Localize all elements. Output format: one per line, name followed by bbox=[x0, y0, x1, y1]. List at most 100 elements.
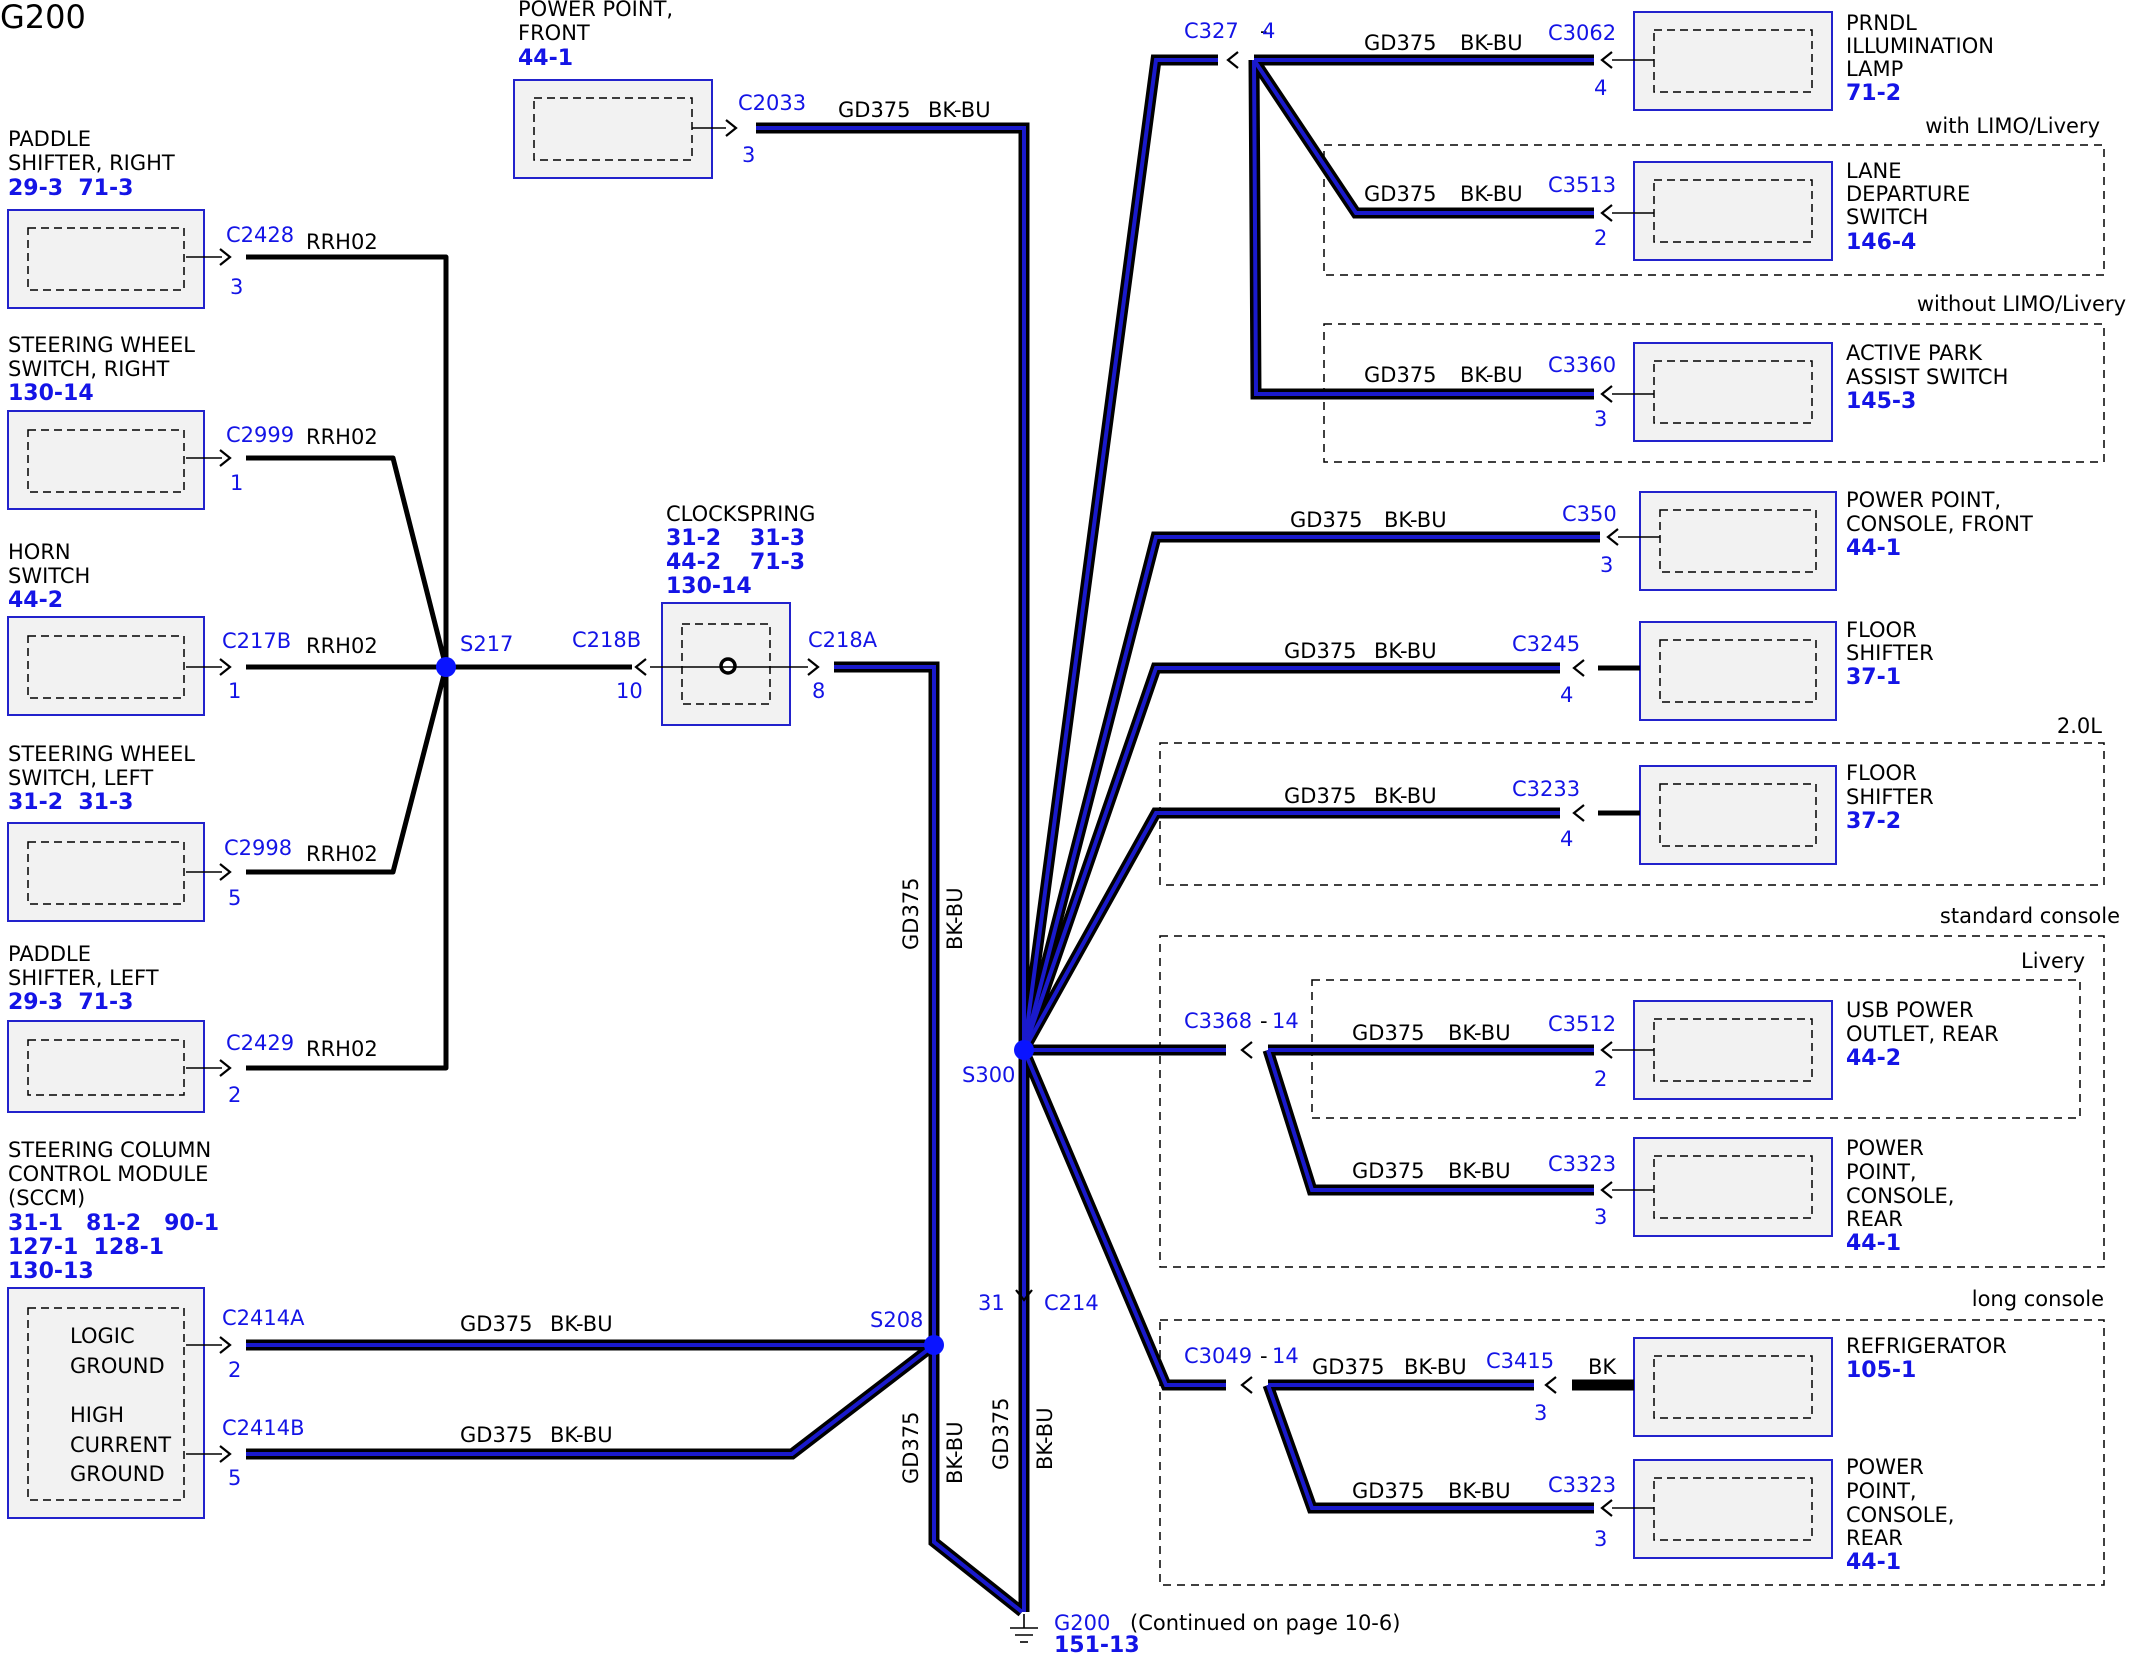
svg-text:10: 10 bbox=[616, 679, 643, 703]
option-label-2l: 2.0L bbox=[2057, 714, 2102, 738]
svg-text:BK-BU: BK-BU bbox=[1460, 182, 1523, 206]
splice-s300 bbox=[1014, 1040, 1034, 1060]
svg-text:8: 8 bbox=[812, 679, 825, 703]
svg-text:GD375: GD375 bbox=[1312, 1355, 1385, 1379]
svg-text:127-1 128-1: 127-1 128-1 bbox=[8, 1235, 164, 1260]
svg-text:BK-BU: BK-BU bbox=[1374, 784, 1437, 808]
svg-text:44-1: 44-1 bbox=[518, 46, 573, 71]
right-connector-labels: C327 - 4 GD375 BK-BU C3062 4 GD375 BK-BU… bbox=[1184, 19, 1617, 1551]
svg-text:GD375: GD375 bbox=[899, 877, 923, 950]
svg-text:C2428: C2428 bbox=[226, 223, 294, 247]
svg-text:RRH02: RRH02 bbox=[306, 425, 378, 449]
svg-text:3: 3 bbox=[742, 143, 755, 167]
svg-text:(Continued on page 10-6): (Continued on page 10-6) bbox=[1130, 1611, 1400, 1635]
svg-text:1: 1 bbox=[228, 679, 241, 703]
svg-text:LAMP: LAMP bbox=[1846, 57, 1903, 81]
svg-text:BK-BU: BK-BU bbox=[943, 887, 967, 950]
svg-text:C3049: C3049 bbox=[1184, 1344, 1252, 1368]
component-power-point-front: POWER POINT, FRONT 44-1 bbox=[513, 0, 713, 179]
svg-text:C217B: C217B bbox=[222, 629, 291, 653]
svg-text:31-2: 31-2 bbox=[666, 526, 721, 551]
component-power-point-console-rear-1: POWER POINT, CONSOLE, REAR 44-1 bbox=[1633, 1136, 1954, 1256]
splice-s208-label: S208 bbox=[870, 1308, 923, 1332]
option-box-limo bbox=[1323, 144, 2105, 276]
page-title: G200 bbox=[0, 0, 86, 36]
svg-text:GD375: GD375 bbox=[899, 1411, 923, 1484]
ground-symbol bbox=[1010, 1614, 1038, 1643]
svg-text:GD375: GD375 bbox=[1364, 182, 1437, 206]
svg-text:BK-BU: BK-BU bbox=[1374, 639, 1437, 663]
svg-text:37-1: 37-1 bbox=[1846, 665, 1901, 690]
svg-text:C327: C327 bbox=[1184, 19, 1239, 43]
svg-text:ILLUMINATION: ILLUMINATION bbox=[1846, 34, 1994, 58]
svg-text:OUTLET, REAR: OUTLET, REAR bbox=[1846, 1022, 1999, 1046]
svg-text:130-14: 130-14 bbox=[666, 574, 752, 599]
option-box-standard-console bbox=[1159, 935, 2105, 1268]
svg-text:POWER: POWER bbox=[1846, 1455, 1924, 1479]
svg-text:BK-BU: BK-BU bbox=[1448, 1159, 1511, 1183]
svg-text:31-1 81-2 90-1: 31-1 81-2 90-1 bbox=[8, 1211, 219, 1236]
svg-text:(SCCM): (SCCM) bbox=[8, 1186, 85, 1210]
svg-text:BK-BU: BK-BU bbox=[1460, 363, 1523, 387]
component-usb-power-outlet-rear: USB POWER OUTLET, REAR 44-2 bbox=[1633, 998, 1999, 1100]
svg-text:REFRIGERATOR: REFRIGERATOR bbox=[1846, 1334, 2007, 1358]
svg-text:C3062: C3062 bbox=[1548, 21, 1616, 45]
left-connector-labels: C2428 3 RRH02 C2999 1 RRH02 C217B 1 RRH0… bbox=[222, 223, 613, 1490]
svg-text:ASSIST SWITCH: ASSIST SWITCH bbox=[1846, 365, 2008, 389]
svg-text:4: 4 bbox=[1560, 683, 1573, 707]
svg-text:145-3: 145-3 bbox=[1846, 389, 1916, 414]
component-floor-shifter-1: FLOOR SHIFTER 37-1 bbox=[1639, 618, 1934, 721]
svg-text:GD375: GD375 bbox=[989, 1397, 1013, 1470]
svg-text:GD375: GD375 bbox=[1284, 639, 1357, 663]
svg-text:POINT,: POINT, bbox=[1846, 1479, 1917, 1503]
svg-text:71-3: 71-3 bbox=[750, 550, 805, 575]
svg-text:BK: BK bbox=[1588, 1355, 1617, 1379]
svg-text:GD375: GD375 bbox=[1364, 31, 1437, 55]
svg-text:REAR: REAR bbox=[1846, 1526, 1903, 1550]
svg-text:31: 31 bbox=[978, 1291, 1005, 1315]
svg-text:SHIFTER, LEFT: SHIFTER, LEFT bbox=[8, 966, 159, 990]
svg-text:GROUND: GROUND bbox=[70, 1462, 165, 1486]
svg-text:C2414B: C2414B bbox=[222, 1416, 305, 1440]
svg-text:SWITCH, LEFT: SWITCH, LEFT bbox=[8, 766, 153, 790]
svg-text:C350: C350 bbox=[1562, 502, 1617, 526]
svg-text:BK-BU: BK-BU bbox=[1384, 508, 1447, 532]
component-steering-wheel-switch-right: STEERING WHEEL SWITCH, RIGHT 130-14 bbox=[7, 333, 205, 510]
svg-text:RRH02: RRH02 bbox=[306, 842, 378, 866]
svg-text:3: 3 bbox=[1594, 407, 1607, 431]
svg-text:GD375: GD375 bbox=[1364, 363, 1437, 387]
svg-text:HIGH: HIGH bbox=[70, 1403, 124, 1427]
svg-text:37-2: 37-2 bbox=[1846, 809, 1901, 834]
svg-text:-: - bbox=[1260, 1009, 1268, 1033]
svg-text:44-1: 44-1 bbox=[1846, 1231, 1901, 1256]
svg-text:-: - bbox=[1260, 1344, 1268, 1368]
svg-text:FRONT: FRONT bbox=[518, 21, 590, 45]
svg-text:POWER POINT,: POWER POINT, bbox=[518, 0, 673, 21]
svg-text:31-3: 31-3 bbox=[750, 526, 805, 551]
svg-text:130-14: 130-14 bbox=[8, 381, 94, 406]
svg-text:STEERING WHEEL: STEERING WHEEL bbox=[8, 742, 195, 766]
svg-text:151-13: 151-13 bbox=[1054, 1633, 1140, 1654]
svg-text:GD375: GD375 bbox=[460, 1312, 533, 1336]
svg-text:BK-BU: BK-BU bbox=[943, 1421, 967, 1484]
svg-text:4: 4 bbox=[1594, 76, 1607, 100]
svg-text:BK-BU: BK-BU bbox=[928, 98, 991, 122]
svg-text:C3368: C3368 bbox=[1184, 1009, 1252, 1033]
svg-text:LANE: LANE bbox=[1846, 159, 1902, 183]
svg-text:105-1: 105-1 bbox=[1846, 1358, 1916, 1383]
svg-text:GD375: GD375 bbox=[1352, 1159, 1425, 1183]
svg-text:2: 2 bbox=[1594, 226, 1607, 250]
svg-text:CONSOLE,: CONSOLE, bbox=[1846, 1184, 1954, 1208]
svg-text:29-3 71-3: 29-3 71-3 bbox=[8, 990, 133, 1015]
svg-text:3: 3 bbox=[1594, 1527, 1607, 1551]
splice-s300-label: S300 bbox=[962, 1063, 1015, 1087]
svg-text:BK-BU: BK-BU bbox=[550, 1423, 613, 1447]
option-label-limo: with LIMO/Livery bbox=[1925, 114, 2100, 138]
svg-text:C3323: C3323 bbox=[1548, 1152, 1616, 1176]
svg-text:SHIFTER: SHIFTER bbox=[1846, 641, 1934, 665]
component-power-point-console-rear-2: POWER POINT, CONSOLE, REAR 44-1 bbox=[1633, 1455, 1954, 1575]
option-label-livery: Livery bbox=[2021, 949, 2085, 973]
svg-text:4: 4 bbox=[1560, 827, 1573, 851]
ground-wire-outer bbox=[246, 54, 1600, 1617]
svg-text:44-2: 44-2 bbox=[8, 588, 63, 613]
